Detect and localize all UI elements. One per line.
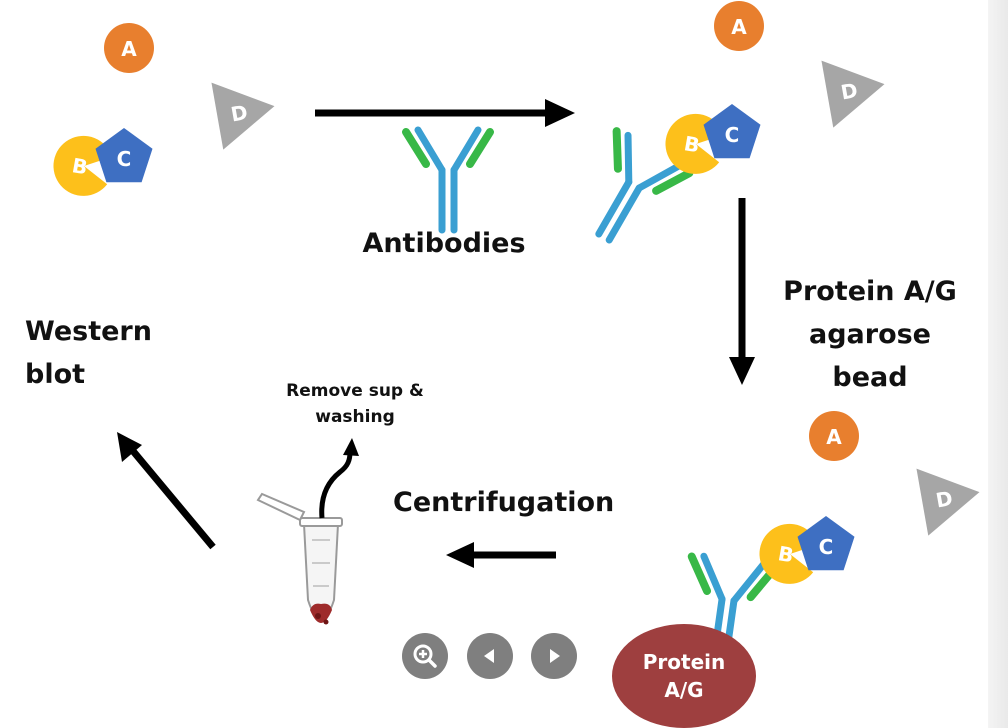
remove-sup-label-line2: washing — [315, 407, 395, 427]
svg-text:A: A — [731, 15, 747, 39]
antibody-icon — [406, 120, 490, 230]
microcentrifuge-tube — [256, 492, 343, 625]
antigen-b-bottomright: B — [754, 519, 821, 589]
antigen-d-topright: D — [821, 50, 891, 128]
arrow-western-blot — [117, 432, 216, 550]
svg-text:D: D — [839, 78, 860, 105]
western-blot-label: Western blot — [25, 310, 152, 396]
arrow-centrifugation — [446, 542, 556, 568]
zoom-in-icon — [413, 644, 437, 668]
svg-text:B: B — [776, 541, 795, 567]
protein-ag-bead-label-line3: bead — [832, 362, 908, 393]
western-blot-label-line2: blot — [25, 359, 86, 390]
zoom-button[interactable] — [402, 633, 448, 679]
right-edge-strip — [988, 0, 1008, 728]
antigen-a-topleft: A — [104, 23, 154, 73]
arrow-add-antibodies — [315, 99, 575, 127]
antigen-b-topright: B — [660, 109, 727, 179]
svg-text:B: B — [682, 131, 701, 157]
antibodies-label: Antibodies — [362, 228, 526, 259]
arrow-remove-supernatant — [319, 438, 359, 519]
prev-button[interactable] — [467, 633, 513, 679]
next-button[interactable] — [531, 633, 577, 679]
svg-text:B: B — [70, 153, 89, 179]
protein-ag-bead-label-line2: agarose — [808, 319, 931, 350]
svg-text:A: A — [826, 425, 842, 449]
antigen-d-bottomright: D — [916, 458, 986, 536]
protein-ag-bead-label-line1: Protein A/G — [783, 276, 957, 307]
svg-text:A/G: A/G — [664, 678, 703, 702]
antigen-c-topright: C — [703, 104, 761, 159]
arrow-add-beads — [729, 198, 755, 385]
svg-text:D: D — [229, 100, 250, 127]
protein-ag-bead-label: Protein A/G agarose bead — [770, 270, 970, 399]
remove-sup-label-line1: Remove sup & — [286, 381, 424, 401]
western-blot-label-line1: Western — [25, 316, 152, 347]
antigen-a-bottomright: A — [809, 411, 859, 461]
svg-text:Protein: Protein — [643, 650, 725, 674]
chevron-left-icon — [484, 649, 494, 663]
antigen-a-topright: A — [714, 1, 764, 51]
antigen-b-topleft: B — [48, 131, 115, 201]
svg-text:C: C — [819, 535, 834, 559]
svg-text:C: C — [725, 123, 740, 147]
protein-ag-bead: Protein A/G — [612, 624, 756, 728]
svg-text:A: A — [121, 37, 137, 61]
svg-text:C: C — [117, 147, 132, 171]
centrifugation-label: Centrifugation — [393, 487, 615, 518]
svg-text:D: D — [934, 486, 955, 513]
antigen-c-topleft: C — [95, 128, 153, 183]
remove-sup-label: Remove sup & washing — [270, 378, 440, 430]
antigen-d-topleft: D — [211, 72, 281, 150]
antigen-c-bottomright: C — [797, 516, 855, 571]
chevron-right-icon — [550, 649, 560, 663]
